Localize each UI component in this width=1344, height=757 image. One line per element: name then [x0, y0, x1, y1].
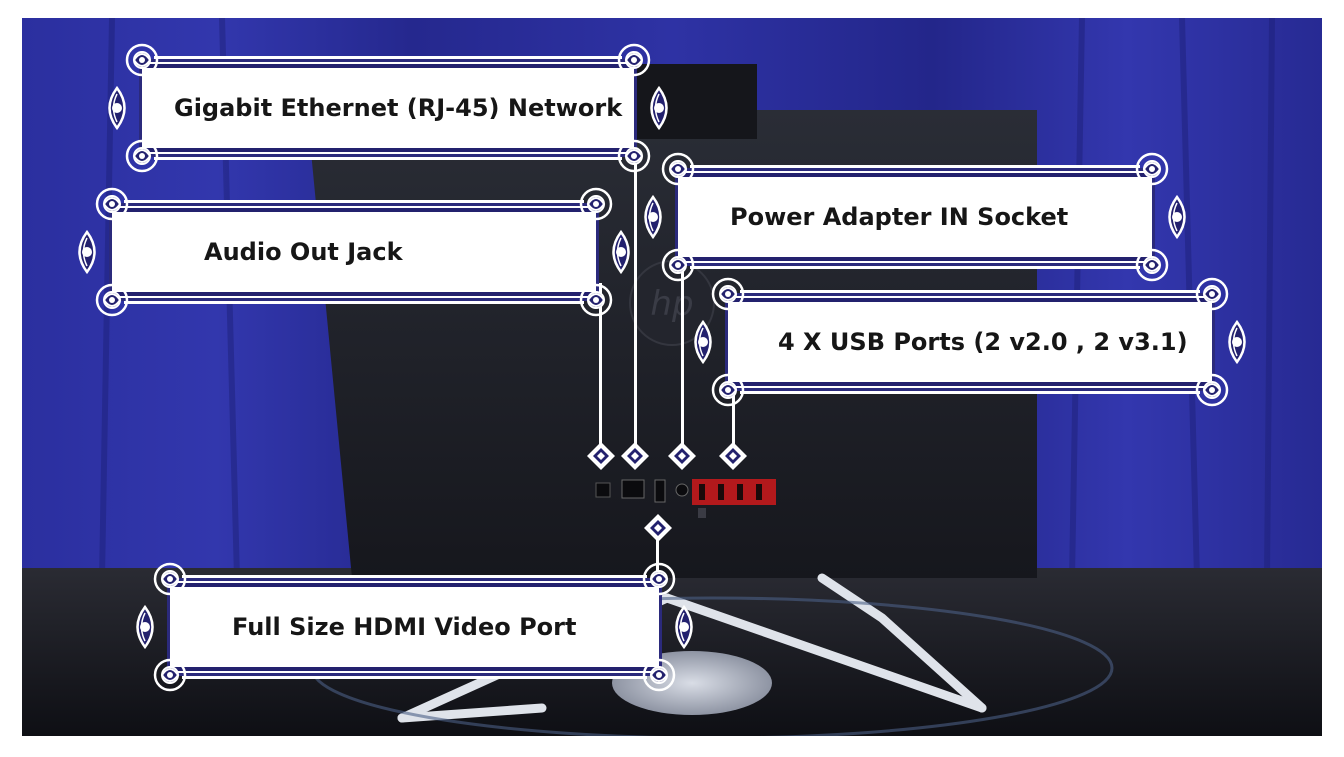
ethernet-callout-label: Gigabit Ethernet (RJ-45) Network	[174, 94, 623, 122]
hdmi-connector-line	[656, 538, 659, 578]
audio-diamond-marker-icon	[587, 442, 615, 470]
hdmi-port	[654, 479, 666, 503]
corner-flourish-icon	[660, 247, 696, 287]
callout-rail	[154, 56, 622, 59]
callout-rail	[182, 676, 647, 679]
ethernet-diamond-marker-icon	[621, 442, 649, 470]
corner-flourish-icon	[616, 138, 652, 178]
ethernet-port	[621, 479, 645, 499]
usb-callout-label: 4 X USB Ports (2 v2.0 , 2 v3.1)	[778, 328, 1188, 356]
corner-flourish-icon	[641, 657, 677, 697]
corner-flourish-icon	[641, 561, 677, 601]
corner-flourish-icon	[124, 138, 160, 178]
ethernet-callout: Gigabit Ethernet (RJ-45) Network	[144, 56, 632, 160]
callout-rail	[124, 200, 584, 203]
photo-frame: hp	[22, 18, 1322, 736]
side-flourish-icon	[1220, 319, 1254, 368]
callout-rail	[740, 391, 1200, 394]
side-flourish-icon	[1160, 194, 1194, 243]
corner-flourish-icon	[578, 282, 614, 322]
audio-connector-line	[599, 283, 602, 453]
power-connector-line	[681, 268, 684, 453]
usb-connector-line	[732, 388, 735, 453]
callout-rail	[690, 266, 1140, 269]
audio-port	[595, 482, 611, 498]
usb-ports	[699, 484, 762, 500]
corner-flourish-icon	[616, 42, 652, 82]
hdmi-diamond-marker-icon	[644, 514, 672, 542]
corner-flourish-icon	[1194, 276, 1230, 316]
corner-flourish-icon	[1134, 151, 1170, 191]
corner-flourish-icon	[710, 372, 746, 412]
side-flourish-icon	[642, 85, 676, 134]
hdmi-callout-label: Full Size HDMI Video Port	[232, 613, 577, 641]
audio-callout: Audio Out Jack	[114, 200, 594, 304]
corner-flourish-icon	[94, 186, 130, 226]
hp-logo-glyph: hp	[650, 284, 693, 324]
callout-rail	[154, 157, 622, 160]
power-port	[675, 483, 689, 497]
side-flourish-icon	[604, 229, 638, 278]
corner-flourish-icon	[660, 151, 696, 191]
side-flourish-icon	[636, 194, 670, 243]
side-flourish-icon	[70, 229, 104, 278]
corner-flourish-icon	[152, 561, 188, 601]
power-callout-label: Power Adapter IN Socket	[730, 203, 1069, 231]
side-flourish-icon	[128, 604, 162, 653]
corner-flourish-icon	[94, 282, 130, 322]
corner-flourish-icon	[152, 657, 188, 697]
corner-flourish-icon	[710, 276, 746, 316]
side-flourish-icon	[686, 319, 720, 368]
callout-rail	[124, 301, 584, 304]
callout-rail	[740, 290, 1200, 293]
side-flourish-icon	[100, 85, 134, 134]
monitor-top-handle	[622, 64, 757, 139]
lock-slot	[698, 508, 706, 518]
usb-diamond-marker-icon	[719, 442, 747, 470]
callout-rail	[690, 165, 1140, 168]
corner-flourish-icon	[124, 42, 160, 82]
usb-callout: 4 X USB Ports (2 v2.0 , 2 v3.1)	[730, 290, 1210, 394]
corner-flourish-icon	[1134, 247, 1170, 287]
power-callout: Power Adapter IN Socket	[680, 165, 1150, 269]
callout-rail	[182, 575, 647, 578]
corner-flourish-icon	[578, 186, 614, 226]
power-diamond-marker-icon	[668, 442, 696, 470]
side-flourish-icon	[667, 604, 701, 653]
hdmi-callout: Full Size HDMI Video Port	[172, 575, 657, 679]
ethernet-connector-line	[634, 158, 637, 453]
audio-callout-label: Audio Out Jack	[204, 238, 403, 266]
corner-flourish-icon	[1194, 372, 1230, 412]
